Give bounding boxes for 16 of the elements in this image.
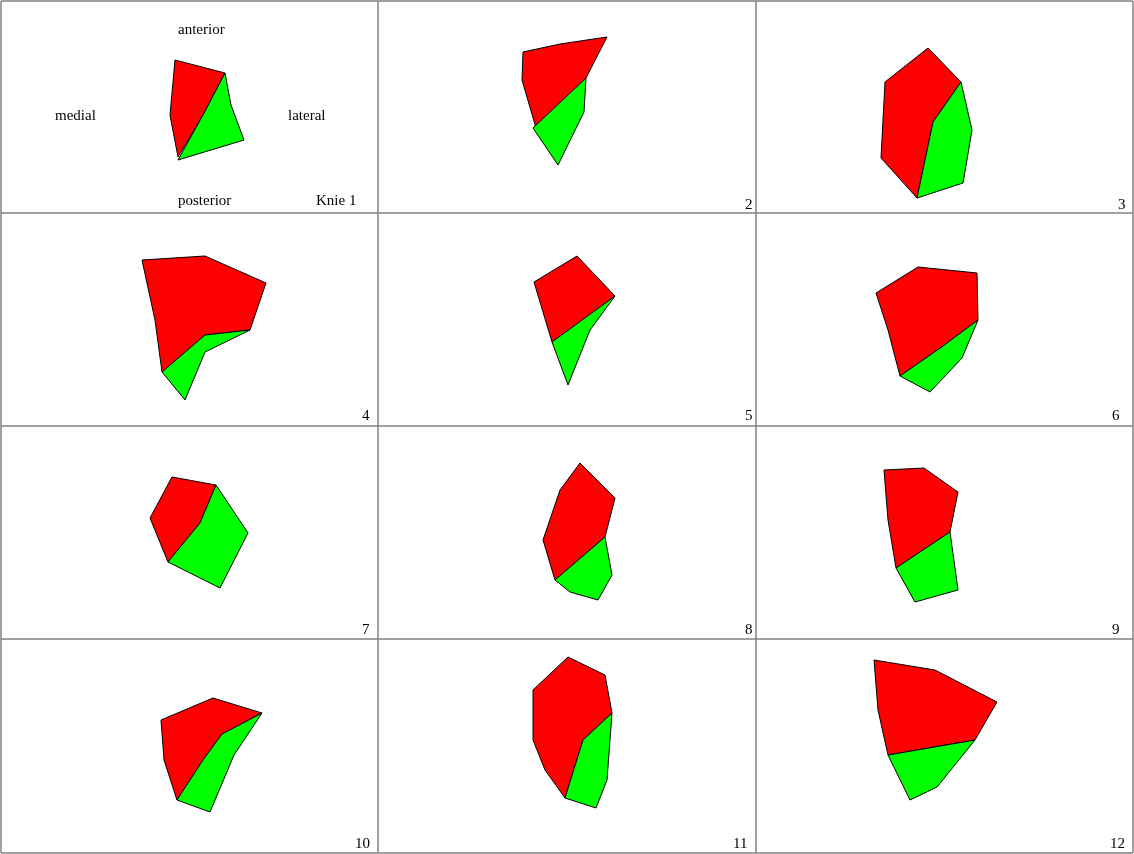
panel-number: 11 — [733, 836, 748, 851]
panel-number: 10 — [355, 836, 370, 851]
panel-number: 12 — [1110, 836, 1125, 851]
panel-number: 9 — [1112, 622, 1120, 637]
panel-number: 2 — [745, 197, 753, 212]
direction-label: posterior — [178, 193, 232, 208]
panel-number: 8 — [745, 622, 753, 637]
panel-number: 6 — [1112, 408, 1120, 423]
panel-number: 5 — [745, 408, 753, 423]
panel-number: 4 — [362, 408, 370, 423]
panel-number: 7 — [362, 622, 370, 637]
direction-label: lateral — [288, 108, 326, 123]
direction-label: anterior — [178, 22, 225, 37]
panel-number: 3 — [1118, 197, 1126, 212]
direction-label: medial — [55, 108, 96, 123]
panel-number: Knie 1 — [316, 193, 357, 208]
